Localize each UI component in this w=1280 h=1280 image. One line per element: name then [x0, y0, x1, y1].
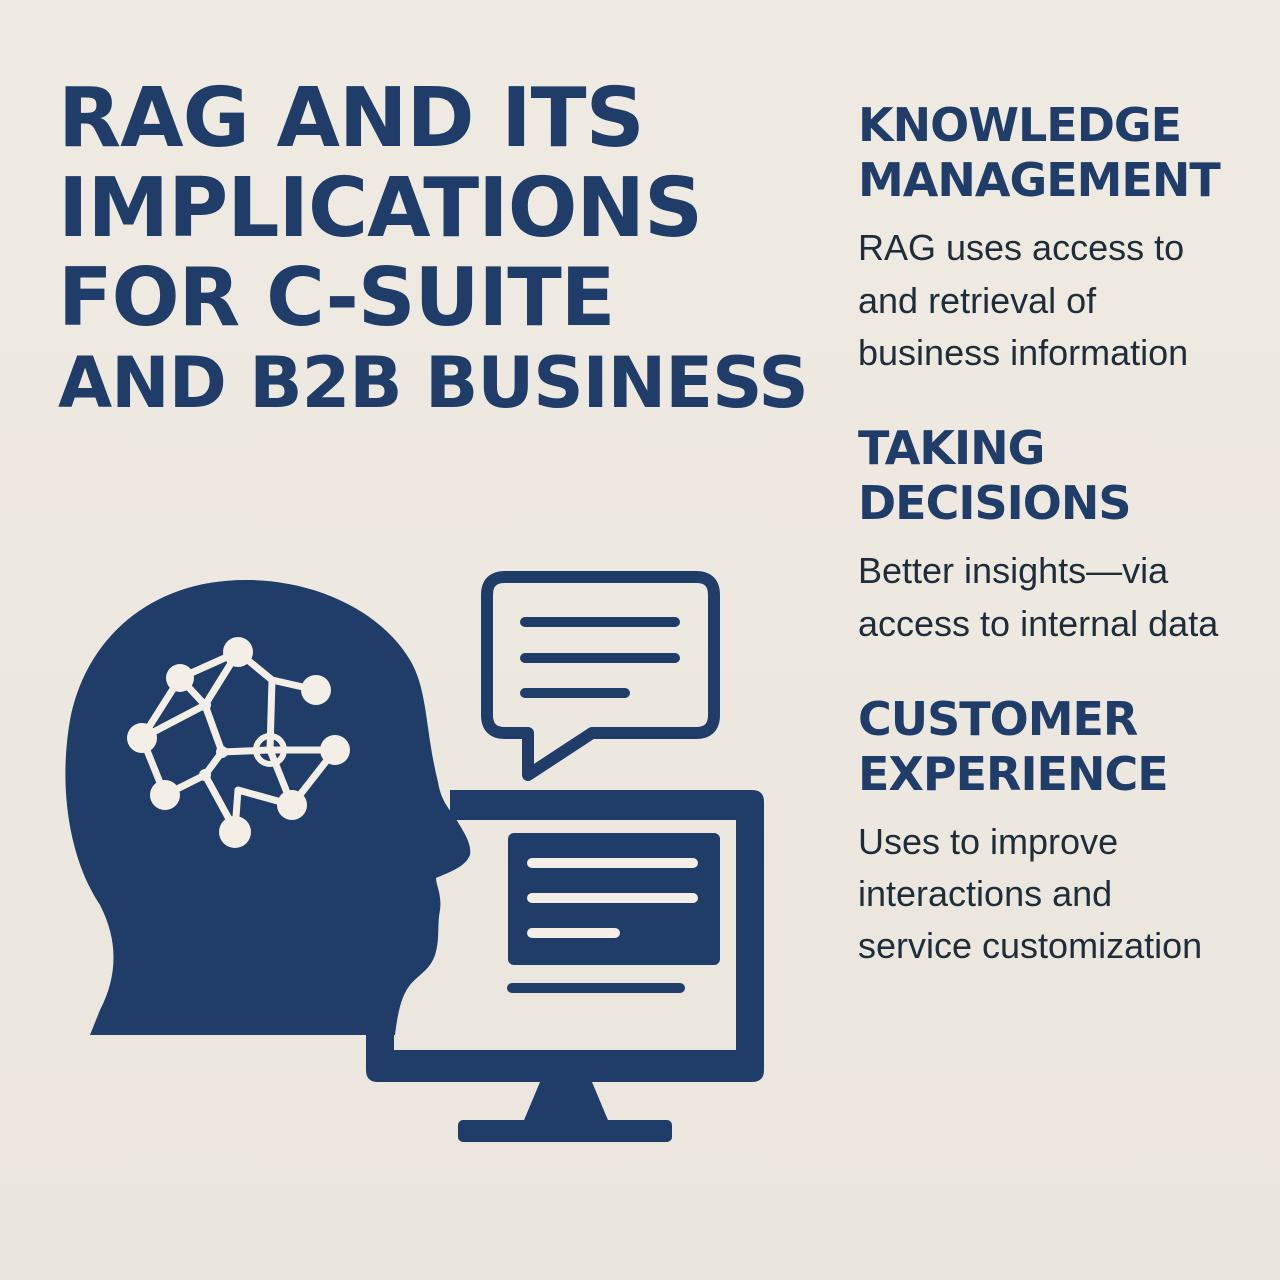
screen-document-icon: [507, 833, 720, 993]
title-line-3: FOR C-SUITE: [58, 251, 615, 344]
rag-illustration: [65, 571, 764, 1142]
sections-column: KNOWLEDGE MANAGEMENT RAG uses access to …: [858, 98, 1268, 973]
section-body: Better insights—via access to internal d…: [858, 550, 1219, 644]
page-title: RAG AND ITS IMPLICATIONS FOR C-SUITE AND…: [58, 71, 809, 424]
section-heading: CUSTOMER EXPERIENCE: [858, 691, 1169, 801]
section-knowledge-management: KNOWLEDGE MANAGEMENT RAG uses access to …: [858, 98, 1268, 379]
chat-bubble-icon: [481, 571, 720, 781]
title-line-2: IMPLICATIONS: [58, 161, 703, 256]
head-silhouette-icon: [65, 579, 471, 1035]
section-customer-experience: CUSTOMER EXPERIENCE Uses to improve inte…: [858, 692, 1268, 973]
title-line-4: AND B2B BUSINESS: [58, 342, 809, 424]
network-hub-node: [253, 733, 287, 767]
network-nodes: [127, 637, 350, 848]
section-taking-decisions: TAKING DECISIONS Better insights—via acc…: [858, 421, 1268, 650]
section-body: Uses to improve interactions and service…: [858, 821, 1203, 967]
chat-text-lines: [520, 617, 680, 698]
section-heading: TAKING DECISIONS: [858, 420, 1131, 531]
title-line-1: RAG AND ITS: [58, 71, 645, 166]
section-body: RAG uses access to and retrieval of busi…: [858, 227, 1189, 373]
section-heading: KNOWLEDGE MANAGEMENT: [858, 98, 1221, 208]
computer-monitor-icon: [366, 790, 764, 1142]
